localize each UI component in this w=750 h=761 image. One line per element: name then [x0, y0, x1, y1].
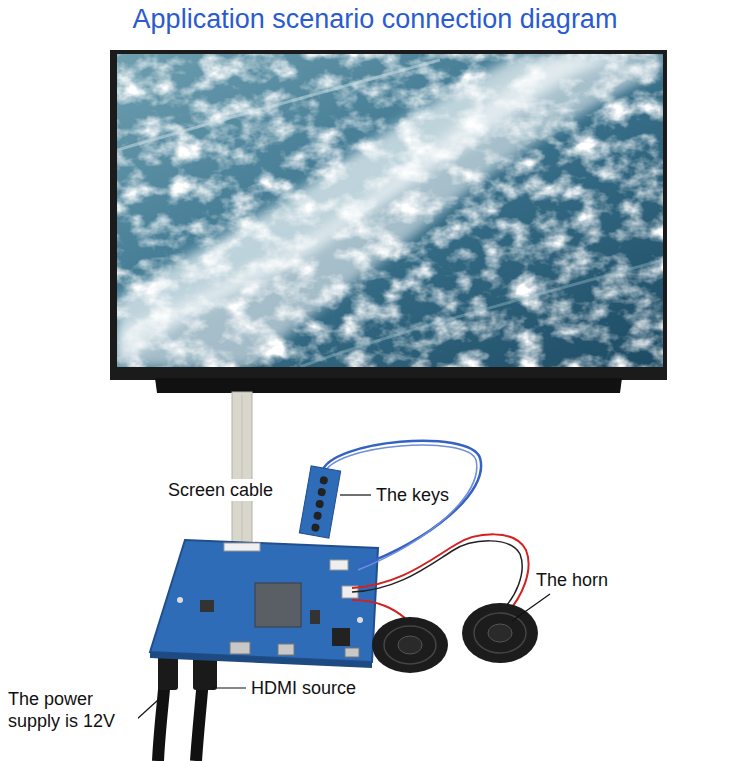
main-chip: [255, 583, 301, 627]
ocean-image: [117, 54, 663, 367]
screen-tab: [155, 378, 622, 393]
leader-line: [212, 687, 246, 688]
leader-line: [512, 594, 550, 621]
driver-board: [150, 540, 378, 662]
ribbon-cable: [232, 392, 252, 548]
callout-label: The power supply is 12V: [6, 688, 138, 732]
port: [230, 642, 250, 654]
speaker: [462, 603, 538, 663]
screen-bezel: [110, 50, 667, 380]
callout-label: The horn: [534, 569, 610, 591]
leader-line: [340, 494, 371, 495]
keys-board: [299, 466, 340, 538]
leader-line: [136, 700, 158, 720]
callout-label: Screen cable: [166, 479, 275, 501]
callout-label: HDMI source: [249, 677, 358, 699]
speaker: [372, 617, 448, 673]
callout-label: The keys: [374, 484, 451, 506]
diagram-title: Application scenario connection diagram: [0, 3, 750, 35]
